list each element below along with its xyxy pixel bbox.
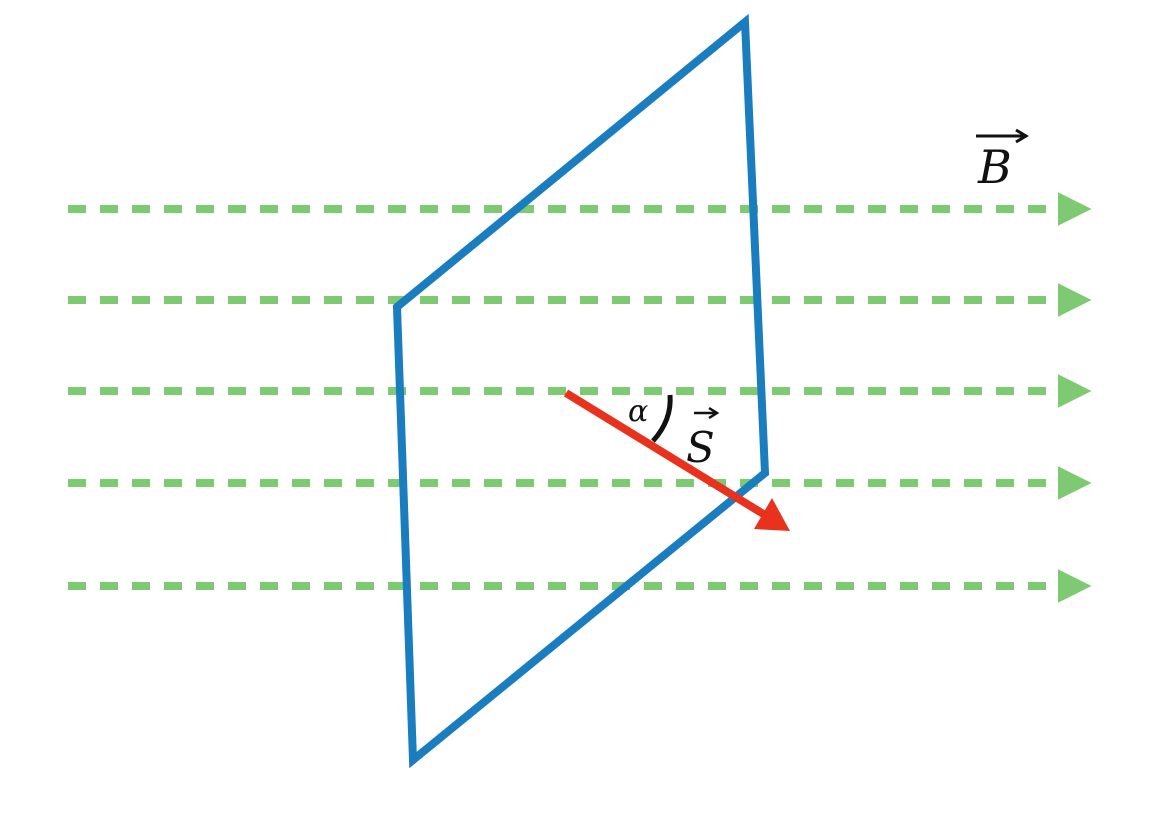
field-lines — [68, 192, 1092, 603]
angle-label: α — [628, 394, 648, 429]
area-vector-label-text: S — [686, 423, 715, 472]
field-label: B — [976, 128, 1029, 194]
area-vector — [563, 389, 790, 531]
field-label-text: B — [977, 140, 1012, 194]
area-vector-label-arrow — [694, 406, 720, 420]
area-vector-shaft — [563, 389, 768, 519]
surface-plane — [392, 13, 770, 769]
area-vector-arrowhead — [754, 498, 790, 531]
field-label-arrow — [976, 128, 1029, 144]
angle-arc — [651, 394, 673, 443]
area-vector-label: S — [686, 406, 720, 472]
